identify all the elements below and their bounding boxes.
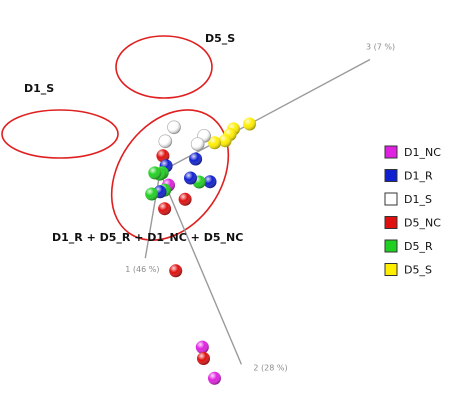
sphere-shading bbox=[218, 134, 232, 148]
point-d1-r-3 bbox=[203, 175, 217, 189]
point-d5-r-0 bbox=[148, 166, 162, 180]
sphere-shading bbox=[167, 120, 181, 134]
legend-label: D1_S bbox=[404, 193, 432, 206]
point-d5-s-4 bbox=[208, 136, 222, 150]
sphere-shading bbox=[169, 264, 183, 278]
legend-swatch bbox=[384, 216, 398, 229]
sphere-shading bbox=[148, 166, 162, 180]
point-d5-s-3 bbox=[218, 134, 232, 148]
legend-item-d5-r: D5_R bbox=[384, 239, 433, 253]
legend-swatch bbox=[384, 192, 398, 206]
point-d1-r-1 bbox=[184, 171, 197, 185]
legend-label: D1_R bbox=[404, 170, 433, 183]
legend-label: D5_NC bbox=[404, 217, 441, 230]
point-d1-r-2 bbox=[189, 152, 203, 166]
legend-label: D5_R bbox=[404, 240, 433, 253]
sphere-shading bbox=[243, 117, 257, 131]
axis-line-pc1 bbox=[144, 171, 161, 259]
axis-label-pc2: 2 (28 %) bbox=[253, 363, 287, 372]
legend: D1_NC D1_R D1_S D5_NC D5_R D5_S bbox=[384, 145, 441, 277]
legend-item-d5-s: D5_S bbox=[384, 263, 432, 277]
point-d1-s-3 bbox=[158, 134, 173, 149]
axis-line-pc2 bbox=[159, 171, 243, 365]
point-d1-nc-1 bbox=[195, 340, 209, 354]
point-d1-s-0 bbox=[190, 137, 205, 152]
axis-label-pc3: 3 (7 %) bbox=[366, 43, 395, 52]
point-d5-s-0 bbox=[243, 117, 257, 131]
sphere-shading bbox=[203, 175, 217, 189]
legend-swatch bbox=[384, 145, 398, 159]
group-ring-mixed bbox=[110, 109, 230, 241]
group-ring-d5-s bbox=[115, 35, 213, 99]
group-ring-d1-s bbox=[1, 109, 119, 159]
point-d5-nc-1 bbox=[178, 192, 192, 206]
legend-swatch bbox=[384, 239, 398, 253]
sphere-shading bbox=[158, 202, 172, 216]
sphere-shading bbox=[145, 187, 159, 201]
point-d1-nc-2 bbox=[208, 371, 221, 385]
sphere-shading bbox=[191, 137, 205, 151]
point-d5-nc-0 bbox=[158, 202, 172, 216]
sphere-shading bbox=[158, 134, 172, 148]
sphere-shading bbox=[178, 192, 192, 206]
legend-swatch bbox=[384, 169, 398, 182]
group-label-d5-s: D5_S bbox=[205, 32, 235, 45]
group-label-d1-s: D1_S bbox=[24, 82, 54, 95]
point-d5-r-2 bbox=[145, 187, 159, 201]
sphere-shading bbox=[156, 149, 170, 163]
legend-label: D1_NC bbox=[404, 146, 441, 159]
legend-swatch bbox=[384, 263, 398, 276]
legend-item-d1-s: D1_S bbox=[384, 192, 432, 206]
group-label-mixed: D1_R + D5_R + D1_NC + D5_NC bbox=[52, 231, 243, 244]
sphere-shading bbox=[208, 371, 221, 385]
sphere-shading bbox=[195, 340, 209, 354]
sphere-shading bbox=[208, 136, 222, 150]
point-d5-nc-3 bbox=[197, 352, 210, 365]
legend-item-d5-nc: D5_NC bbox=[384, 216, 441, 230]
sphere-shading bbox=[189, 152, 203, 166]
sphere-shading bbox=[184, 171, 197, 185]
legend-item-d1-r: D1_R bbox=[384, 169, 433, 183]
point-d5-nc-4 bbox=[156, 149, 170, 163]
legend-label: D5_S bbox=[404, 264, 432, 277]
legend-item-d1-nc: D1_NC bbox=[384, 145, 441, 159]
point-d5-nc-2 bbox=[169, 264, 183, 278]
sphere-shading bbox=[197, 352, 210, 365]
axis-label-pc1: 1 (46 %) bbox=[125, 265, 159, 274]
data-points bbox=[145, 117, 257, 385]
point-d1-s-2 bbox=[167, 120, 181, 135]
